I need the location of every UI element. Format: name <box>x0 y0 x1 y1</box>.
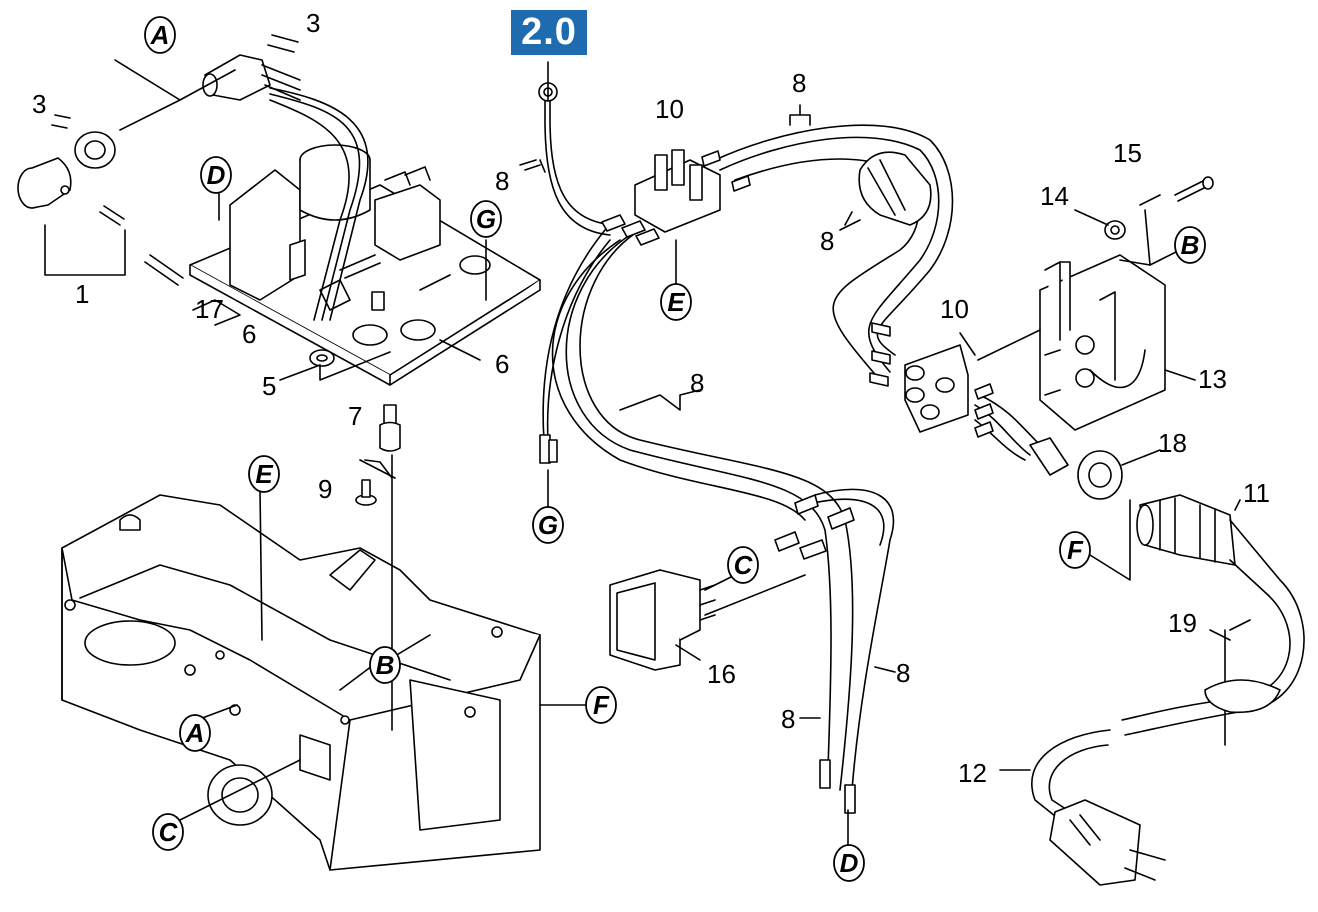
marker-b-base: B <box>376 650 395 680</box>
label-6-right: 6 <box>495 349 509 379</box>
nut-14 <box>1104 220 1126 240</box>
marker-f-gland: F <box>1067 535 1084 565</box>
label-8-f: 8 <box>781 704 795 734</box>
base-housing <box>61 494 541 871</box>
bushing <box>1029 437 1069 476</box>
label-8-b: 8 <box>792 68 806 98</box>
section-badge: 2.0 <box>511 10 587 55</box>
label-8-a: 8 <box>495 166 509 196</box>
marker-a-base: A <box>185 718 205 748</box>
plug <box>1049 799 1166 886</box>
circuit-board <box>189 144 541 386</box>
label-12: 12 <box>958 758 987 788</box>
pot-wire <box>269 87 369 321</box>
label-7: 7 <box>348 401 362 431</box>
connection-markers <box>144 16 1206 882</box>
knob-1 <box>17 157 72 209</box>
rectifier-13 <box>1039 254 1166 431</box>
nut-3 <box>74 131 116 169</box>
letter-labels: A A B B C C D D E E F F G G <box>150 20 1200 878</box>
potentiometer-3 <box>202 54 301 101</box>
label-6-left: 6 <box>242 319 256 349</box>
label-15: 15 <box>1113 138 1142 168</box>
label-3-pot: 3 <box>306 8 320 38</box>
marker-a-top: A <box>150 20 170 50</box>
label-10-top: 10 <box>655 94 684 124</box>
standoff-7 <box>379 404 401 452</box>
label-8-c: 8 <box>820 226 834 256</box>
pot-wire <box>269 93 361 321</box>
marker-e-base: E <box>255 459 273 489</box>
ferrite-core <box>858 151 932 226</box>
marker-d-wire: D <box>840 848 859 878</box>
screw-9 <box>355 479 377 506</box>
marker-g-wire: G <box>538 510 558 540</box>
marker-e-wire: E <box>667 287 685 317</box>
pin <box>99 205 125 226</box>
label-13: 13 <box>1198 364 1227 394</box>
label-17: 17 <box>195 294 224 324</box>
label-18: 18 <box>1158 428 1187 458</box>
marker-c-switch: C <box>734 550 754 580</box>
screw-15 <box>1174 176 1214 202</box>
marker-c-base: C <box>159 817 179 847</box>
label-3-nut: 3 <box>32 89 46 119</box>
label-5: 5 <box>262 371 276 401</box>
strain-relief-19 <box>1204 619 1281 746</box>
pot-wire <box>269 99 350 321</box>
marker-b-rectifier: B <box>1181 230 1200 260</box>
label-8-d: 8 <box>690 368 704 398</box>
marker-d-board: D <box>207 160 226 190</box>
label-9: 9 <box>318 474 332 504</box>
leader-lines <box>44 34 1241 846</box>
nut-18 <box>1077 450 1123 500</box>
pin-17 <box>144 254 184 286</box>
label-16: 16 <box>707 659 736 689</box>
terminal-block-10-top <box>634 149 721 233</box>
label-19: 19 <box>1168 608 1197 638</box>
terminal-block-10-right <box>904 344 969 433</box>
washer-5 <box>309 349 335 367</box>
marker-g-board: G <box>476 204 496 234</box>
label-11: 11 <box>1243 478 1270 508</box>
label-1: 1 <box>75 279 89 309</box>
label-14: 14 <box>1040 181 1069 211</box>
part-labels: 3 3 1 17 6 5 6 7 9 8 10 8 8 8 8 8 10 16 … <box>32 8 1270 788</box>
label-10-right: 10 <box>940 294 969 324</box>
label-8-e: 8 <box>896 658 910 688</box>
cable-gland-11 <box>1136 494 1281 596</box>
connectors <box>538 82 994 814</box>
switch-16 <box>609 569 716 671</box>
marker-f-base: F <box>593 690 610 720</box>
